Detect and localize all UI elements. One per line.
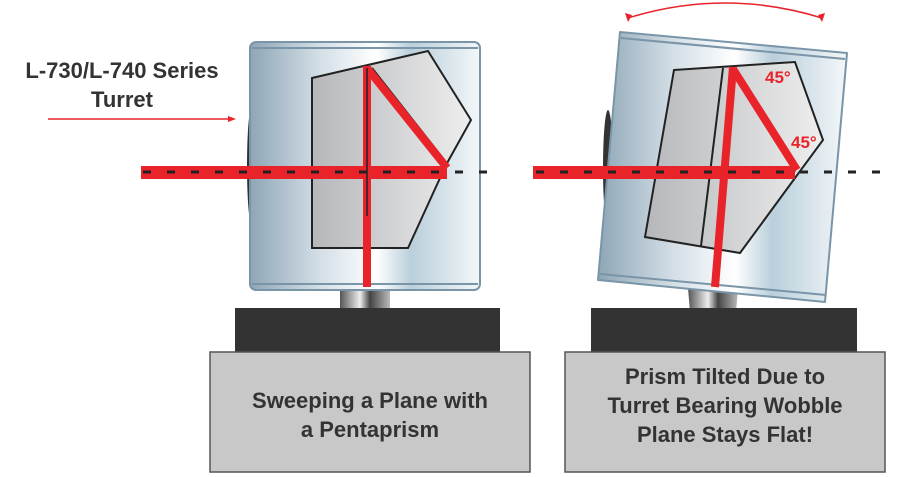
wobble-arrow: [625, 2, 825, 22]
left-stem: [340, 288, 390, 310]
right-caption-line2: Turret Bearing Wobble: [607, 393, 842, 418]
right-caption-box: [564, 351, 886, 473]
left-caption-box: [209, 351, 531, 473]
right-base: [591, 308, 857, 352]
right-laser-beam: [533, 66, 890, 288]
turret-label-line1: L-730/L-740 Series: [25, 58, 218, 83]
right-caption-line1: Prism Tilted Due to: [625, 364, 825, 389]
left-caption-line2: a Pentaprism: [301, 417, 439, 442]
pointer-arrow: [48, 116, 236, 122]
angle-label-bottom: 45°: [791, 133, 817, 152]
right-stem: [688, 288, 738, 312]
left-caption-line1: Sweeping a Plane with: [252, 388, 488, 413]
left-base: [235, 308, 500, 352]
right-caption-line3: Plane Stays Flat!: [637, 422, 813, 447]
left-laser-beam: [141, 65, 500, 287]
angle-label-top: 45°: [765, 68, 791, 87]
turret-label-line2: Turret: [91, 87, 154, 112]
